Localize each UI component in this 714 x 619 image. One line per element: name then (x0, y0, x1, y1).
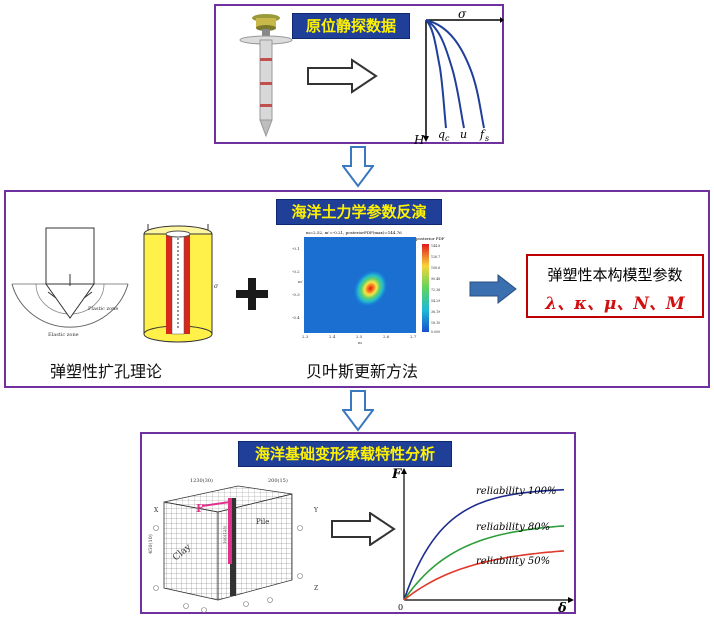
bottom-panel-title: 海洋基础变形承载特性分析 (238, 441, 452, 467)
heatmap-x-tick-1: 2.4 (329, 334, 336, 339)
top-flow-arrow (307, 58, 378, 94)
cavity-theory-caption: 弹塑性扩孔理论 (50, 362, 163, 381)
cpt-label-c: c (445, 134, 450, 143)
bayesian-method-caption: 贝叶斯更新方法 (306, 362, 419, 381)
reliability-curve-0 (403, 488, 565, 601)
cavity-cylinder-illustration: σ (143, 224, 219, 343)
colorbar-tick-8: 0.000 (431, 330, 440, 334)
top-panel: 原位静探数据 σ H q c u f s (214, 4, 504, 146)
cpt-label-f: f (479, 128, 486, 141)
fem-force-label: F (196, 502, 204, 515)
heatmap-y-tick-3: -0.4 (292, 315, 300, 320)
colorbar-tick-1: 126.7 (431, 255, 440, 259)
colorbar-tick-6: 36.19 (431, 310, 440, 314)
reliability-curve-label-1: reliability 80% (476, 522, 550, 533)
reliability-x-axis-label: δ (557, 601, 567, 614)
constitutive-params-title: 弹塑性本构模型参数 (547, 266, 683, 284)
down-arrow-2 (342, 390, 374, 432)
heatmap-y-axis-label: m' (298, 279, 303, 284)
fem-dim-left: 450(10) (147, 534, 154, 554)
reliability-curve-1 (403, 525, 565, 601)
top-panel-title: 原位静探数据 (292, 13, 410, 39)
bottom-flow-arrow (331, 512, 396, 546)
svg-text:σ: σ (214, 283, 219, 290)
fem-axis-z: Z (314, 585, 318, 592)
fem-pile-highlight (228, 498, 232, 564)
constitutive-params-list: λ、κ、μ、N、M (545, 294, 685, 314)
fem-pile-label: Pile (256, 518, 269, 526)
cpt-label-q: q (438, 128, 445, 141)
cpt-x-axis-label: σ (458, 8, 467, 21)
heatmap-x-tick-2: 2.5 (356, 334, 363, 339)
fem-dim-right: 200(15) (268, 477, 288, 484)
reliability-curve-label-2: reliability 50% (476, 556, 550, 567)
posterior-heatmap: m=2.52, m'=-0.21, posteriorPDF(max)=144.… (290, 228, 450, 346)
constitutive-params-box: 弹塑性本构模型参数 λ、κ、μ、N、M (526, 254, 704, 318)
heatmap-y-tick-2: -0.3 (292, 292, 300, 297)
colorbar-tick-2: 108.6 (431, 266, 440, 270)
reliability-chart: F δ 0 reliability 100% reliability 80% rel… (392, 467, 574, 614)
heatmap-y-tick-1: -0.2 (292, 269, 300, 274)
fem-dim-pile: 100(125) (222, 525, 227, 544)
cpt-curve-fs (425, 19, 485, 129)
cpt-curve-qc (425, 19, 447, 129)
middle-panel: 海洋土力学参数反演 Plastic zone Elastic zone σ (4, 190, 710, 388)
heatmap-x-axis-label: m (358, 340, 362, 345)
colorbar-tick-7: 18.10 (431, 321, 440, 325)
cpt-probe-illustration (239, 14, 293, 138)
fem-dim-top: 1230(30) (190, 477, 213, 484)
colorbar-tick-3: 90.48 (431, 277, 440, 281)
cavity-elastic-zone-label: Elastic zone (48, 332, 79, 338)
fem-mesh-illustration: F Clay Pile 1230(30) 200(15) 450(10) 100… (147, 477, 319, 613)
fem-axis-y: Y (313, 507, 319, 514)
middle-panel-title: 海洋土力学参数反演 (276, 199, 442, 225)
reliability-curve-2 (403, 550, 565, 601)
cavity-plastic-zone-label: Plastic zone (88, 306, 118, 312)
cpt-label-u: u (460, 128, 467, 141)
heatmap-x-tick-3: 2.6 (383, 334, 390, 339)
heatmap-y-tick-0: -0.1 (292, 246, 300, 251)
bottom-panel: 海洋基础变形承载特性分析 F Clay Pile 1230(30) 200(15… (140, 432, 576, 614)
heatmap-x-tick-4: 2.7 (410, 334, 417, 339)
plus-icon (236, 278, 268, 310)
cpt-label-s: s (485, 134, 489, 143)
fem-axis-x: X (154, 507, 159, 514)
cpt-y-axis-label: H (413, 133, 425, 146)
heatmap-colorbar (422, 244, 429, 332)
colorbar-tick-5: 54.29 (431, 299, 440, 303)
heatmap-header: m=2.52, m'=-0.21, posteriorPDF(max)=144.… (306, 230, 402, 235)
reliability-y-axis-label: F (392, 467, 402, 482)
colorbar-tick-4: 72.38 (431, 288, 440, 292)
cpt-curves-chart: σ H q c u f s (413, 8, 504, 146)
cavity-expansion-cone: Plastic zone Elastic zone (11, 227, 129, 338)
heatmap-x-tick-0: 2.3 (302, 334, 309, 339)
middle-flow-arrow (469, 274, 517, 304)
heatmap-colorbar-title: posterior PDF (416, 236, 445, 241)
colorbar-tick-0: 144.8 (431, 244, 440, 248)
cpt-curve-u (425, 19, 465, 129)
reliability-origin-label: 0 (398, 603, 403, 612)
down-arrow-1 (342, 146, 374, 188)
reliability-curve-label-0: reliability 100% (476, 486, 557, 497)
